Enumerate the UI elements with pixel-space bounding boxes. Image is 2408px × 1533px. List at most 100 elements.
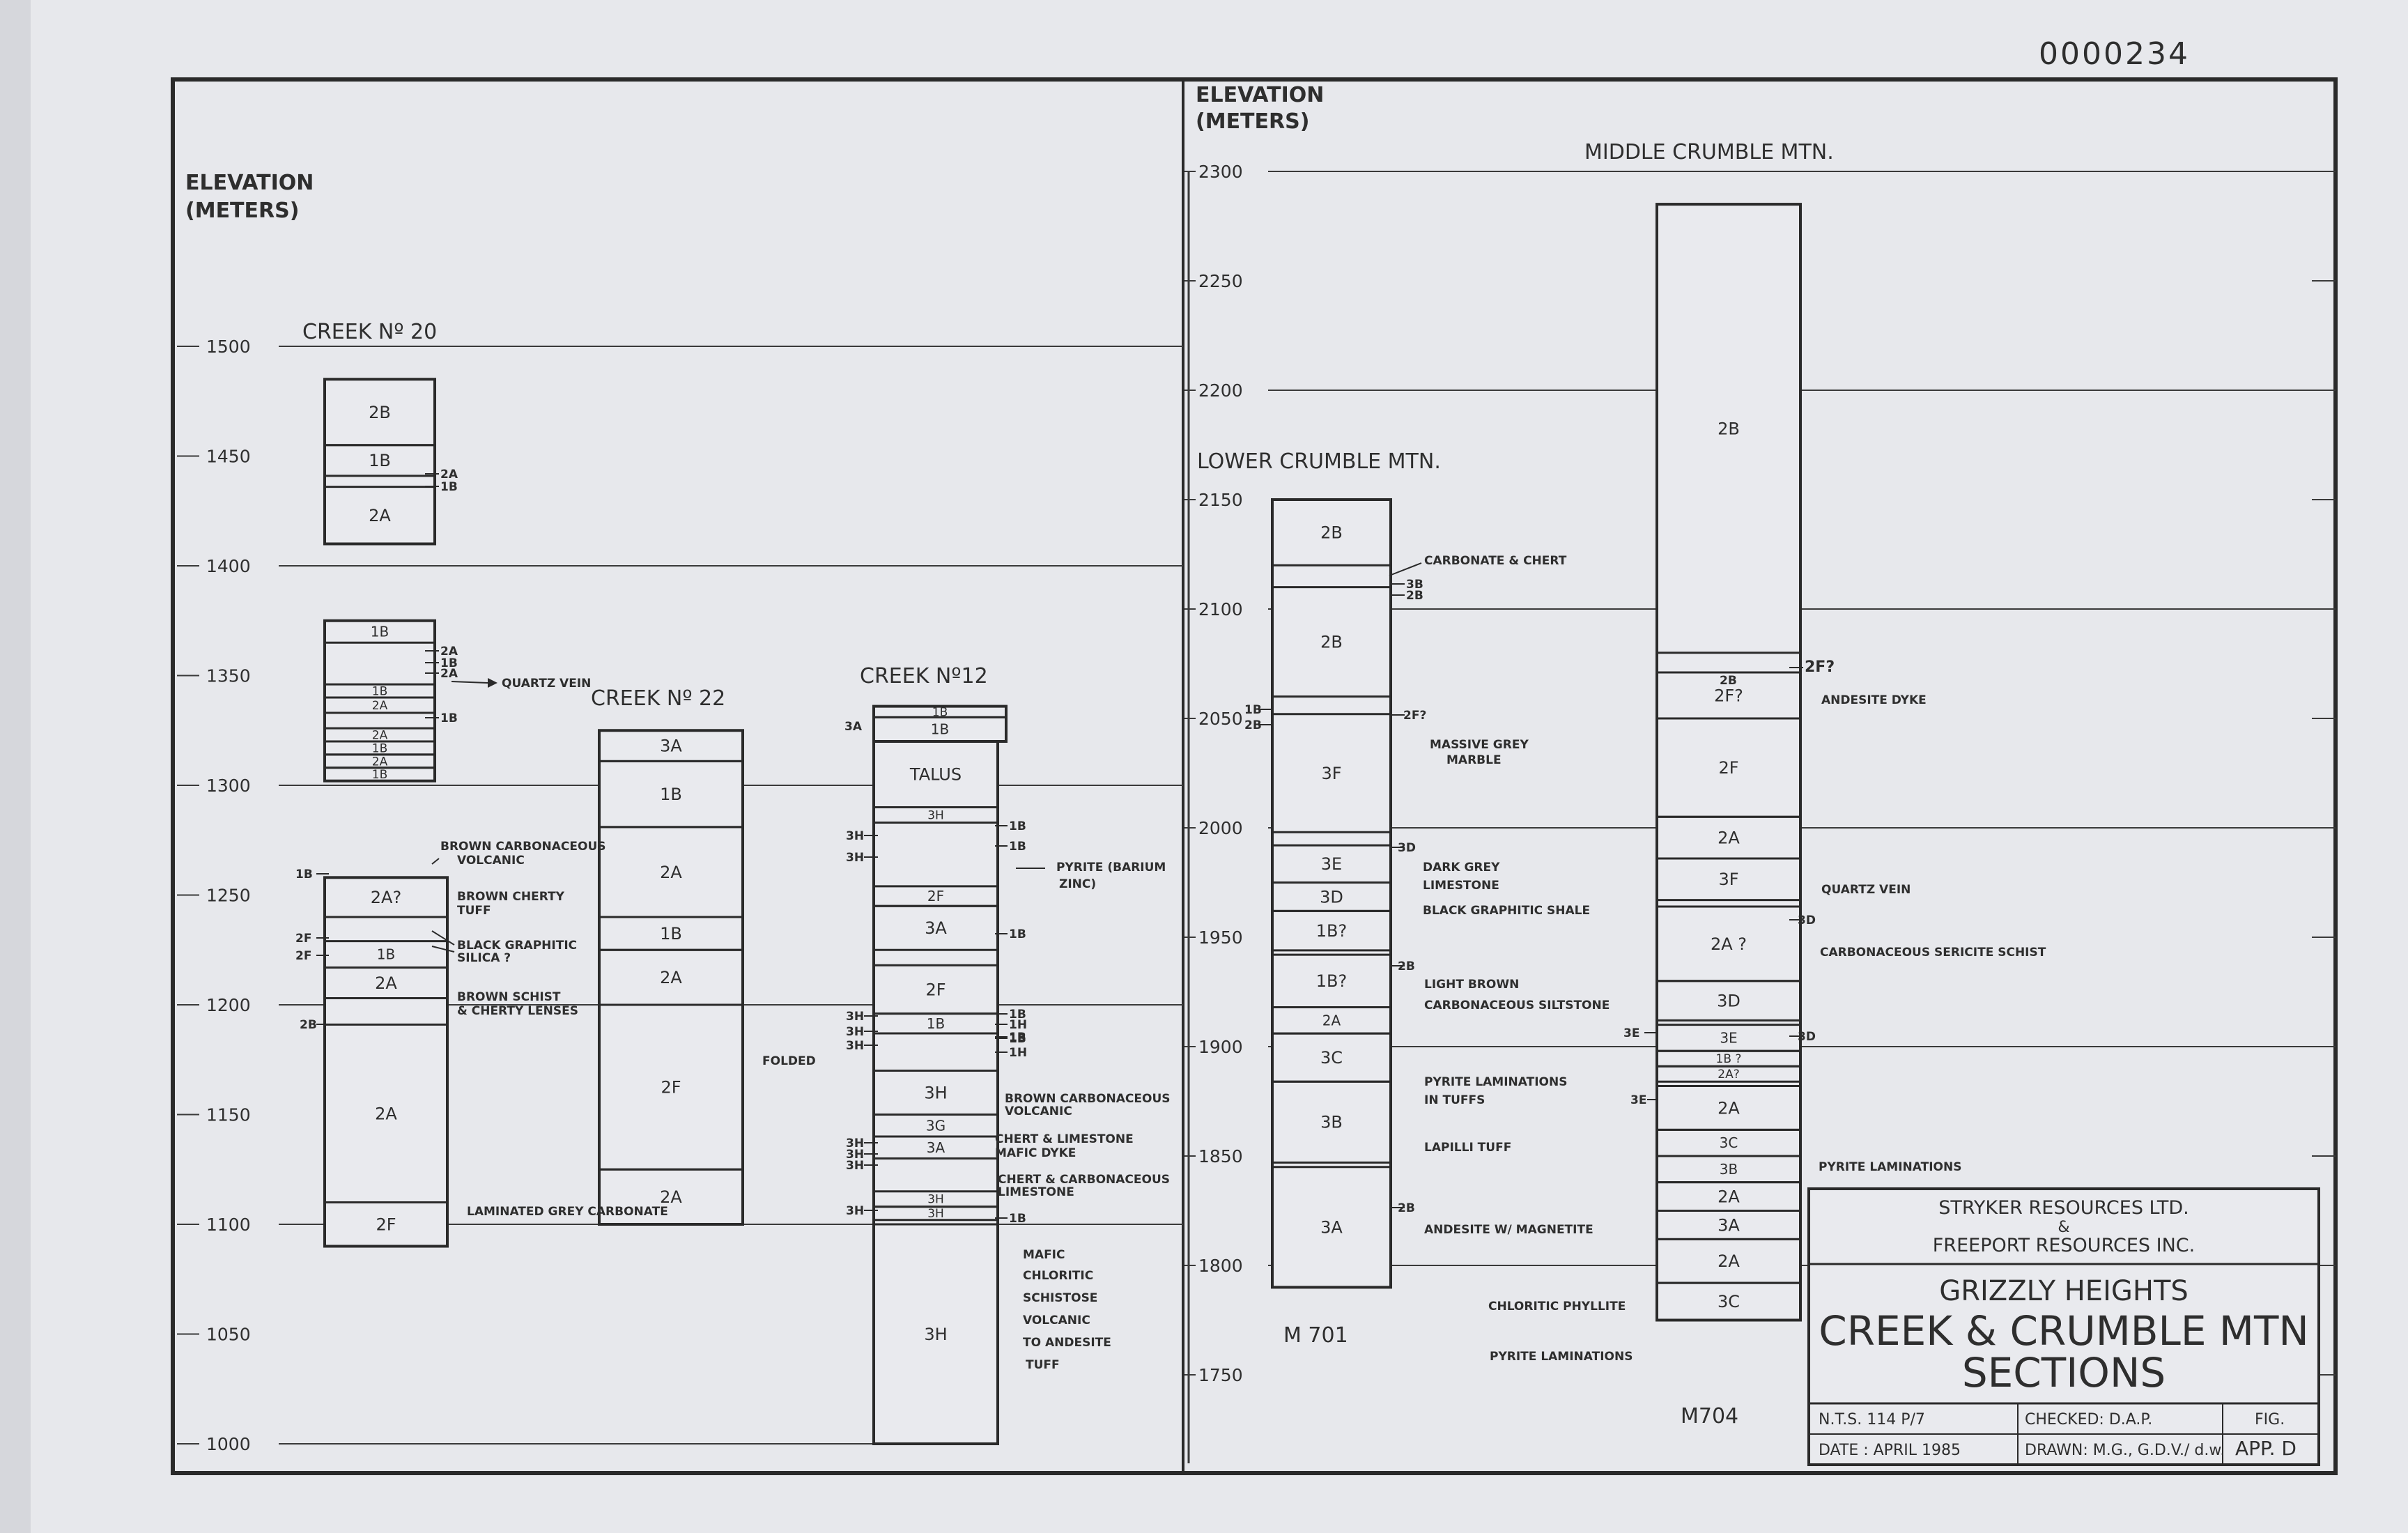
unit-label: 1B? (1316, 971, 1347, 991)
marker: 3H (846, 1010, 864, 1024)
right-tick-label: 1950 (1198, 927, 1243, 948)
left-axis-title-1: ELEVATION (185, 171, 314, 195)
marker: 1B (440, 711, 458, 725)
marker: 3H (846, 1159, 864, 1173)
unit-label: 3E (1321, 854, 1342, 874)
note-quartz-vein: QUARTZ VEIN (502, 677, 591, 691)
title-checked: CHECKED: D.A.P. (2025, 1411, 2152, 1428)
right-panel-notes: CARBONATE & CHERT MASSIVE GREY MARBLE DA… (1389, 554, 2046, 1364)
note-pyrite-laminations-m704: PYRITE LAMINATIONS (1819, 1160, 1961, 1174)
left-panel-markers: 1B 2F 2F 2B 3A 3H 3H 3H 3H 3H 3H 3H 3H 3… (295, 468, 1027, 1226)
unit-label: 2A (372, 755, 388, 769)
note-brown-carb-volcanic-12: BROWN CARBONACEOUS (1005, 1092, 1171, 1106)
marker: 1B (1009, 1031, 1026, 1045)
note-mafic-chloritic: MAFIC (1023, 1248, 1065, 1262)
marker-inner: 2B (1720, 674, 1737, 688)
note-massive-grey-marble: MASSIVE GREY (1430, 738, 1529, 752)
marker: 2B (1398, 1201, 1415, 1215)
marker: 1B (440, 480, 458, 494)
marker: 2F? (1403, 709, 1426, 723)
note-black-graphitic-silica: BLACK GRAPHITIC (457, 939, 577, 953)
unit-label: 3A (925, 918, 947, 938)
unit-label: 2A? (371, 888, 401, 907)
right-axis-title-1: ELEVATION (1196, 83, 1324, 107)
note-andesite-dyke: ANDESITE DYKE (1821, 693, 1927, 707)
unit-label: 3C (1320, 1048, 1343, 1068)
marker: 2B (300, 1018, 317, 1032)
marker: 3A (844, 720, 863, 734)
unit-label: 2F (927, 888, 944, 904)
marker: 1B (1244, 703, 1262, 717)
note-light-brown-siltstone: LIGHT BROWN (1424, 978, 1519, 992)
marker: 2B (1406, 589, 1423, 603)
note-mafic-chloritic: TUFF (1026, 1358, 1060, 1372)
left-tick-label: 1500 (206, 337, 251, 357)
unit-label: 3E (1720, 1029, 1737, 1046)
marker: 3H (846, 851, 864, 865)
left-tick-label: 1200 (206, 995, 251, 1015)
left-tick-label: 1150 (206, 1105, 251, 1125)
unit-label: 2F (925, 980, 946, 999)
note-brown-schist: & CHERTY LENSES (457, 1004, 578, 1018)
unit-label: 3B (1720, 1161, 1738, 1178)
unit-label: 2A? (1718, 1068, 1739, 1081)
note-chloritic-phyllite: CHLORITIC PHYLLITE (1488, 1300, 1626, 1314)
left-tick-label: 1250 (206, 886, 251, 906)
title-company-2: FREEPORT RESOURCES INC. (1933, 1235, 2195, 1256)
note-dark-grey-limestone: LIMESTONE (1423, 879, 1499, 893)
unit-label: 2A (372, 729, 388, 743)
unit-label: 3D (1320, 887, 1343, 907)
right-tick-label: 2000 (1198, 818, 1243, 838)
unit-label: 1B (372, 768, 387, 782)
marker: 3H (846, 1039, 864, 1053)
unit-label: TALUS (909, 765, 962, 785)
marker: 1B (1009, 927, 1026, 941)
section-title-creek-20: CREEK Nº 20 (302, 320, 437, 344)
marker: 2F (295, 932, 311, 946)
unit-label: 2A ? (1711, 934, 1747, 954)
unit-label: 1B (660, 785, 682, 804)
unit-label: 2B (1320, 633, 1343, 652)
marker: 3E (1630, 1093, 1646, 1107)
left-tick-label: 1450 (206, 447, 251, 467)
title-main-2: SECTIONS (1962, 1349, 2166, 1396)
note-light-brown-siltstone: CARBONACEOUS SILTSTONE (1424, 999, 1610, 1012)
unit-label: 3A (1718, 1215, 1740, 1235)
note-quartz-vein-m704: QUARTZ VEIN (1821, 883, 1911, 897)
unit-label: 2A (1718, 1251, 1740, 1271)
right-tick-label: 2050 (1198, 709, 1243, 729)
marker: 3H (846, 1148, 864, 1162)
section-title-creek-12: CREEK Nº12 (860, 664, 988, 688)
unit-label: 1B (372, 741, 387, 755)
unit-label: 1B ? (1716, 1052, 1742, 1066)
marker: 1B (1009, 1008, 1026, 1022)
marker: 1B (1009, 840, 1026, 854)
note-laminated-grey-carbonate: LAMINATED GREY CARBONATE (467, 1205, 668, 1219)
right-tick-label: 2150 (1198, 490, 1243, 510)
marker: 3D (1398, 841, 1416, 855)
title-main-1: CREEK & CRUMBLE MTN (1819, 1307, 2309, 1355)
unit-label: 2F (376, 1215, 396, 1234)
note-dark-grey-limestone: DARK GREY (1423, 861, 1500, 875)
note-mafic-chloritic: CHLORITIC (1023, 1269, 1093, 1283)
left-panel-notes: QUARTZ VEIN BROWN CARBONACEOUS VOLCANIC … (431, 677, 1171, 1372)
note-pyrite-tuffs: IN TUFFS (1424, 1093, 1485, 1107)
unit-label: 3F (1718, 870, 1738, 889)
title-fig-value: APP. D (2235, 1437, 2297, 1460)
unit-label: 2A (369, 506, 391, 525)
left-tick-label: 1100 (206, 1215, 251, 1235)
unit-label: 3H (927, 1207, 944, 1221)
unit-label: 2A (375, 1104, 397, 1123)
marker: 3H (846, 1025, 864, 1039)
marker: 3E (1623, 1026, 1639, 1040)
unit-label: 2B (369, 403, 391, 422)
unit-label: 3H (927, 808, 944, 822)
title-block: STRYKER RESOURCES LTD. & FREEPORT RESOUR… (1807, 1187, 2320, 1466)
note-pyrite-laminations: PYRITE LAMINATIONS (1490, 1350, 1633, 1364)
title-nts: N.T.S. 114 P/7 (1819, 1411, 1925, 1428)
title-project: GRIZZLY HEIGHTS (1939, 1275, 2189, 1307)
unit-label: 3A (927, 1139, 946, 1156)
unit-label: 2A (1718, 1187, 1740, 1206)
unit-label: 1B (371, 624, 389, 640)
